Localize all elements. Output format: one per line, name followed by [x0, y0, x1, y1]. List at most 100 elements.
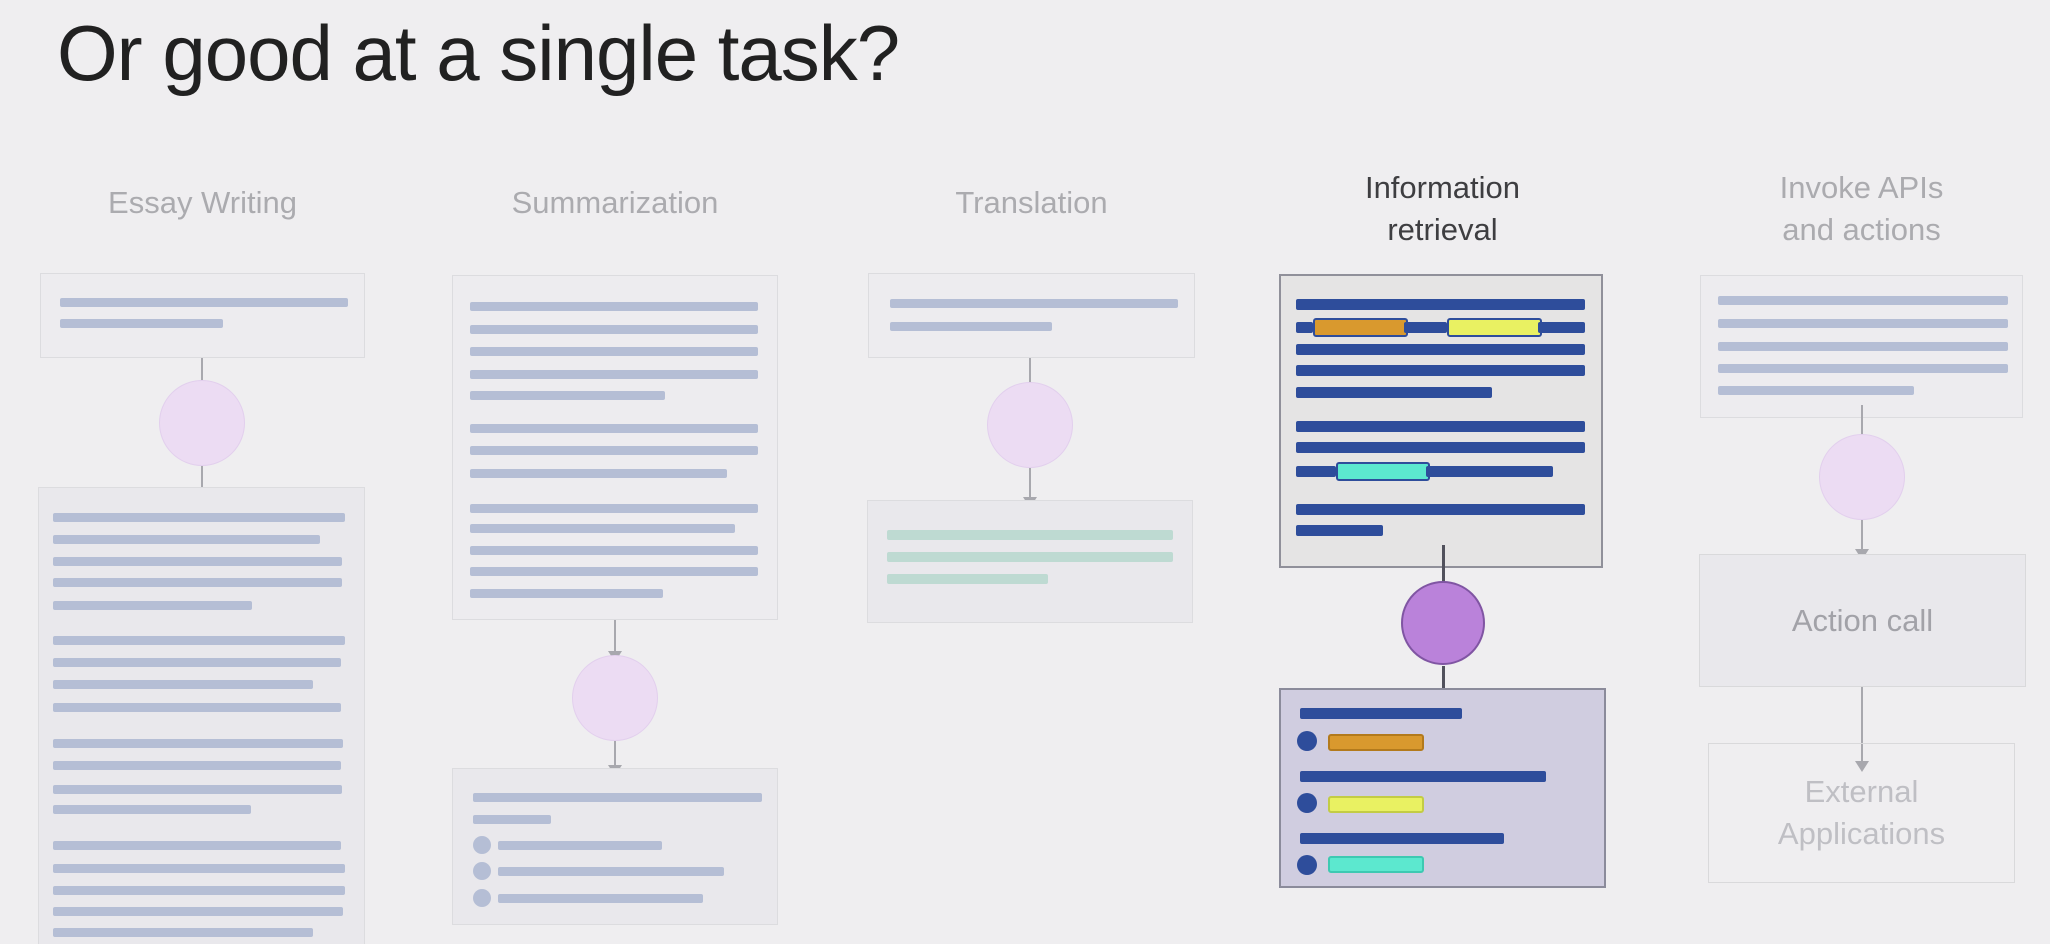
bullet-dot: [473, 889, 491, 907]
line_faded-segment: [470, 524, 735, 533]
arrow-shaft: [614, 620, 616, 653]
arrow-shaft: [1029, 358, 1031, 391]
line_faded-segment: [53, 841, 341, 850]
bullet-dot: [473, 862, 491, 880]
arrow-shaft: [1441, 666, 1445, 696]
source-document-box: [452, 275, 778, 620]
line_faded-segment: [53, 636, 345, 645]
arrow-head: [608, 651, 622, 662]
navy-segment: [1300, 708, 1462, 719]
navy-segment: [1538, 322, 1585, 333]
flow-arrow-icon: [1023, 358, 1037, 400]
flow-arrow-icon: [608, 620, 622, 662]
line_faded-segment: [53, 601, 252, 610]
flow-arrow-icon: [1855, 520, 1869, 560]
essay-document-box: [38, 487, 365, 944]
navy-segment: [1296, 322, 1313, 333]
flow-arrow-icon: [1855, 687, 1869, 772]
llm-process-node: [572, 655, 658, 741]
teal-segment: [1336, 462, 1430, 481]
line_faded-segment: [53, 886, 345, 895]
line_faded-segment: [470, 347, 758, 356]
arrow-shaft: [1029, 468, 1031, 499]
arrow-head: [195, 496, 209, 507]
teal_faded-segment: [887, 552, 1173, 562]
line_faded-segment: [470, 325, 758, 334]
slide-title: Or good at a single task?: [57, 9, 900, 97]
arrow-head: [1855, 439, 1869, 450]
line_faded-segment: [53, 761, 341, 770]
flow-arrow-icon: [1435, 666, 1451, 707]
bullet-dot: [473, 836, 491, 854]
line_faded-segment: [53, 680, 313, 689]
orange-segment: [1313, 318, 1408, 337]
line_faded-segment: [470, 546, 758, 555]
llm-process-node: [159, 380, 245, 466]
line_faded-segment: [498, 894, 703, 903]
arrow-head: [1435, 588, 1451, 601]
retrieval-results-box: [1279, 688, 1606, 888]
yellow-segment: [1328, 796, 1424, 813]
bullet-dot: [1297, 793, 1317, 813]
teal-segment: [1328, 856, 1424, 873]
bullet-dot: [1297, 731, 1317, 751]
line_faded-segment: [53, 535, 320, 544]
arrow-head: [608, 765, 622, 776]
flow-arrow-icon: [1023, 468, 1037, 508]
line_faded-segment: [53, 703, 341, 712]
input-prompt-box: [40, 273, 365, 358]
line_faded-segment: [498, 841, 662, 850]
line_faded-segment: [53, 907, 343, 916]
translation-output-box: [867, 500, 1193, 623]
arrow-shaft: [1441, 545, 1445, 590]
navy-segment: [1426, 466, 1553, 477]
orange-segment: [1328, 734, 1424, 751]
flow-arrow-icon: [1855, 405, 1869, 450]
line_faded-segment: [1718, 364, 2008, 373]
line_faded-segment: [53, 513, 345, 522]
arrow-head: [1855, 549, 1869, 560]
line_faded-segment: [53, 578, 342, 587]
navy-segment: [1296, 504, 1585, 515]
flow-arrow-icon: [1435, 545, 1451, 601]
line_faded-segment: [890, 322, 1052, 331]
yellow-segment: [1447, 318, 1542, 337]
line_faded-segment: [53, 739, 343, 748]
column-label-invoke-apis: Invoke APIs and actions: [1779, 170, 1944, 247]
line_faded-segment: [53, 864, 345, 873]
flow-arrow-icon: [195, 466, 209, 507]
line_faded-segment: [53, 805, 251, 814]
llm-process-node: [987, 382, 1073, 468]
arrow-head: [1855, 761, 1869, 772]
line_faded-segment: [60, 319, 223, 328]
line_faded-segment: [470, 370, 758, 379]
arrow-shaft: [1861, 687, 1863, 763]
line_faded-segment: [470, 424, 758, 433]
arrow-head: [195, 389, 209, 400]
arrow-shaft: [1861, 520, 1863, 551]
navy-segment: [1296, 466, 1336, 477]
teal_faded-segment: [887, 574, 1048, 584]
line_faded-segment: [498, 867, 724, 876]
line_faded-segment: [1718, 296, 2008, 305]
line_faded-segment: [470, 391, 665, 400]
flow-arrow-icon: [608, 741, 622, 776]
translation-input-box: [868, 273, 1195, 358]
line_faded-segment: [1718, 386, 1914, 395]
navy-segment: [1296, 344, 1585, 355]
arrow-shaft: [614, 741, 616, 767]
line_faded-segment: [1718, 319, 2008, 328]
line_faded-segment: [53, 658, 341, 667]
arrow-shaft: [1861, 405, 1863, 441]
line_faded-segment: [470, 302, 758, 311]
line_faded-segment: [60, 298, 348, 307]
line_faded-segment: [473, 815, 551, 824]
summary-output-box: [452, 768, 778, 925]
navy-segment: [1296, 442, 1585, 453]
navy-segment: [1300, 771, 1546, 782]
